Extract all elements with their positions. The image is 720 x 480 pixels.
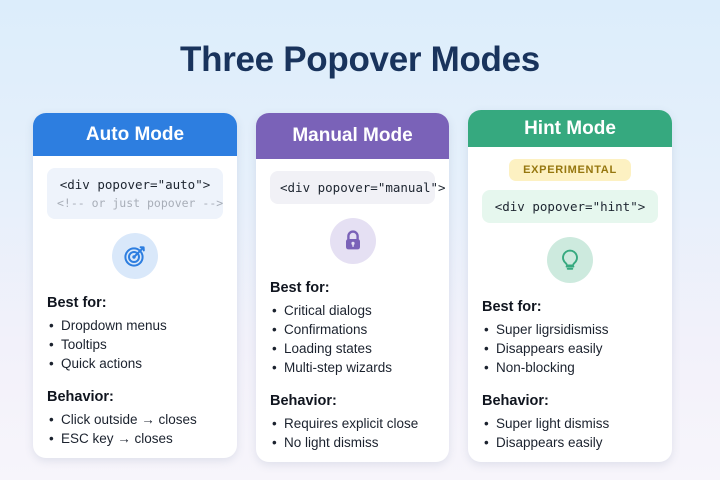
icon-wrap-manual bbox=[270, 218, 435, 264]
best-for-list-hint: Super ligrsidismiss Disappears easily No… bbox=[482, 320, 658, 377]
list-item: Disappears easily bbox=[482, 339, 658, 358]
best-for-list-auto: Dropdown menus Tooltips Quick actions bbox=[47, 316, 223, 373]
card-title-hint: Hint Mode bbox=[524, 117, 616, 139]
code-line-hint: <div popover="hint"> bbox=[494, 199, 646, 214]
behavior-label-hint: Behavior: bbox=[482, 393, 549, 409]
target-icon bbox=[112, 233, 158, 279]
behavior-list-auto: Click outside → closes ESC key → closes bbox=[47, 410, 223, 448]
card-title-auto: Auto Mode bbox=[85, 123, 185, 145]
list-item: Critical dialogs bbox=[270, 301, 435, 320]
behavior-label-auto: Behavior: bbox=[47, 389, 114, 405]
card-title-manual: Manual Mode bbox=[292, 125, 413, 146]
list-item: Requires explicit close bbox=[270, 414, 435, 433]
card-auto-mode: Auto Mode <div popover="auto"> <!-- or j… bbox=[33, 113, 237, 458]
code-line-manual: <div popover="manual"> bbox=[280, 180, 446, 195]
list-item: Click outside → closes bbox=[47, 410, 223, 429]
list-item: Dropdown menus bbox=[47, 316, 223, 335]
code-line-auto: <div popover="auto"> bbox=[59, 177, 211, 192]
code-comment-auto: <!-- or just popover --> bbox=[57, 196, 224, 210]
best-for-label-auto: Best for: bbox=[47, 295, 107, 311]
list-item: Loading states bbox=[270, 339, 435, 358]
icon-wrap-auto bbox=[47, 233, 223, 279]
status-badge: EXPERIMENTAL bbox=[509, 159, 631, 181]
icon-wrap-hint bbox=[482, 237, 658, 283]
list-item: Multi-step wizards bbox=[270, 358, 435, 377]
card-hint-mode: Hint Mode EXPERIMENTAL <div popover="hin… bbox=[468, 110, 672, 462]
list-item: Disappears easily bbox=[482, 433, 658, 452]
card-header-auto: Auto Mode bbox=[33, 113, 237, 156]
card-body-auto: <div popover="auto"> <!-- or just popove… bbox=[33, 156, 237, 458]
card-body-manual: <div popover="manual"> Best for: Critica… bbox=[256, 159, 449, 462]
card-body-hint: EXPERIMENTAL <div popover="hint"> Best f… bbox=[468, 147, 672, 462]
list-item: Quick actions bbox=[47, 354, 223, 373]
card-header-hint: Hint Mode bbox=[468, 110, 672, 147]
best-for-label-manual: Best for: bbox=[270, 280, 330, 296]
lightbulb-icon bbox=[547, 237, 593, 283]
card-manual-mode: Manual Mode <div popover="manual"> Best … bbox=[256, 113, 449, 462]
page-title: Three Popover Modes bbox=[180, 40, 540, 79]
lock-icon bbox=[329, 218, 376, 264]
card-header-manual: Manual Mode bbox=[256, 113, 449, 159]
code-block-manual: <div popover="manual"> bbox=[270, 171, 446, 204]
list-item: No light dismiss bbox=[270, 433, 435, 452]
list-item: Super ligrsidismiss bbox=[482, 320, 658, 339]
behavior-list-manual: Requires explicit close No light dismiss bbox=[270, 414, 435, 452]
list-item: Non-blocking bbox=[482, 358, 658, 377]
list-item: Tooltips bbox=[47, 335, 223, 354]
list-item: Super light dismiss bbox=[482, 414, 658, 433]
best-for-list-manual: Critical dialogs Confirmations Loading s… bbox=[270, 301, 435, 377]
list-item: Confirmations bbox=[270, 320, 435, 339]
behavior-label-manual: Behavior: bbox=[270, 393, 337, 409]
list-item: ESC key → closes bbox=[47, 429, 223, 448]
behavior-list-hint: Super light dismiss Disappears easily bbox=[482, 414, 658, 452]
code-block-hint: <div popover="hint"> bbox=[482, 190, 658, 223]
best-for-label-hint: Best for: bbox=[482, 299, 542, 315]
code-block-auto: <div popover="auto"> <!-- or just popove… bbox=[47, 168, 223, 219]
